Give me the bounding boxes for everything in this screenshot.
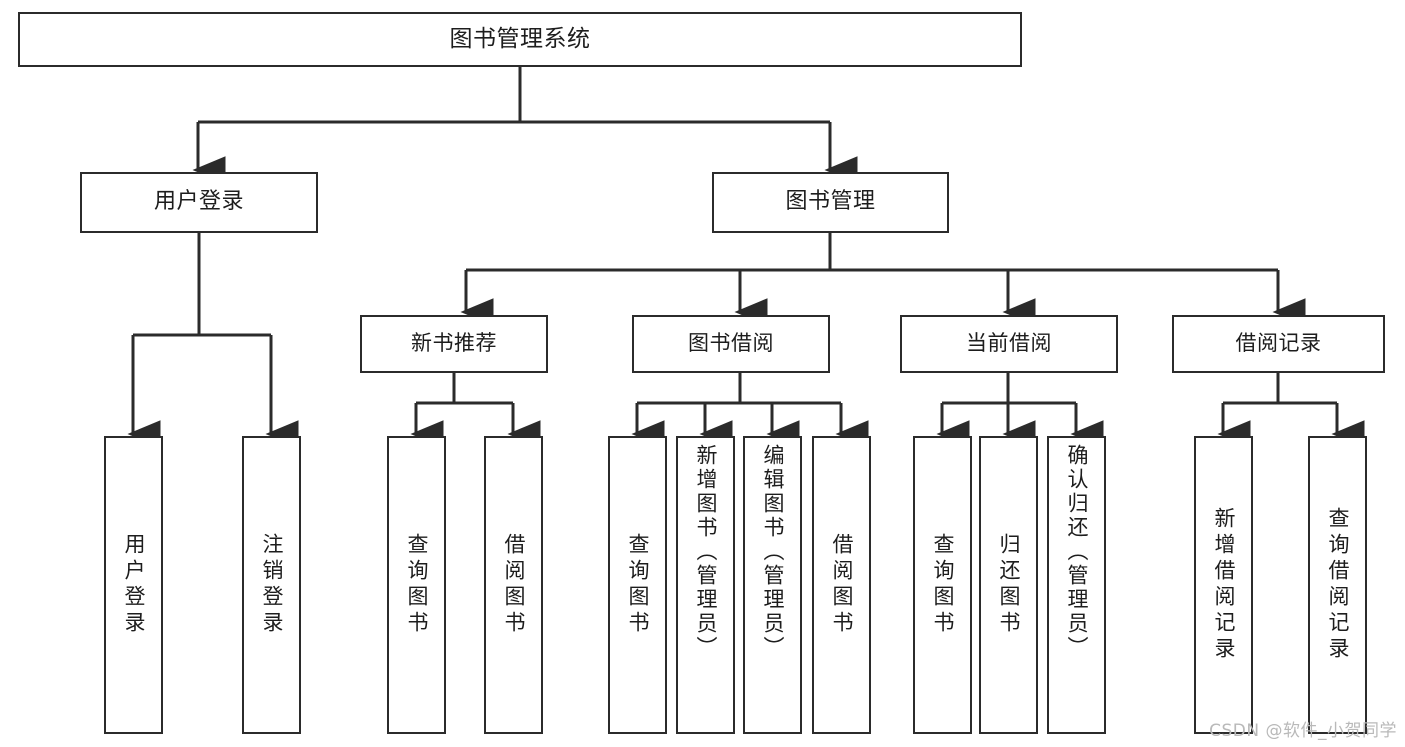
node-leaf-query-record-label: 查询借阅记录	[1326, 507, 1350, 663]
node-leaf-query-book-2[interactable]: 查询图书	[608, 436, 667, 734]
watermark-text: CSDN @软件_小贺同学	[1209, 721, 1397, 741]
node-leaf-borrow-book-1-label: 借阅图书	[502, 533, 526, 637]
node-root-label: 图书管理系统	[449, 26, 591, 53]
node-borrow-record-label: 借阅记录	[1235, 331, 1322, 356]
node-new-book-recommend-label: 新书推荐	[411, 331, 497, 356]
node-leaf-borrow-book-2[interactable]: 借阅图书	[812, 436, 871, 734]
node-leaf-add-record-label: 新增借阅记录	[1212, 507, 1236, 663]
node-root[interactable]: 图书管理系统	[18, 12, 1022, 67]
node-leaf-return-book-label: 归还图书	[997, 533, 1021, 637]
node-leaf-user-logout[interactable]: 注销登录	[242, 436, 301, 734]
node-leaf-edit-book[interactable]: 编辑图书（管理员）	[743, 436, 802, 734]
node-leaf-confirm-return[interactable]: 确认归还（管理员）	[1047, 436, 1106, 734]
node-leaf-query-book-3-label: 查询图书	[931, 533, 955, 637]
node-leaf-query-book-1[interactable]: 查询图书	[387, 436, 446, 734]
node-current-borrow-label: 当前借阅	[966, 331, 1052, 356]
node-leaf-borrow-book-1[interactable]: 借阅图书	[484, 436, 543, 734]
node-new-book-recommend[interactable]: 新书推荐	[360, 315, 548, 373]
node-leaf-return-book[interactable]: 归还图书	[979, 436, 1038, 734]
node-book-manage-label: 图书管理	[785, 189, 876, 215]
node-leaf-add-record[interactable]: 新增借阅记录	[1194, 436, 1253, 734]
node-user-login-label: 用户登录	[153, 189, 244, 215]
node-leaf-edit-book-label: 编辑图书（管理员）	[761, 444, 785, 660]
node-leaf-add-book[interactable]: 新增图书（管理员）	[676, 436, 735, 734]
node-leaf-query-book-1-label: 查询图书	[405, 533, 429, 637]
node-book-manage[interactable]: 图书管理	[712, 172, 949, 233]
node-book-borrow[interactable]: 图书借阅	[632, 315, 830, 373]
node-current-borrow[interactable]: 当前借阅	[900, 315, 1118, 373]
node-borrow-record[interactable]: 借阅记录	[1172, 315, 1385, 373]
node-leaf-confirm-return-label: 确认归还（管理员）	[1065, 444, 1089, 660]
node-book-borrow-label: 图书借阅	[688, 331, 774, 356]
node-leaf-query-book-3[interactable]: 查询图书	[913, 436, 972, 734]
node-leaf-user-login-label: 用户登录	[122, 533, 146, 637]
node-leaf-borrow-book-2-label: 借阅图书	[830, 533, 854, 637]
node-leaf-query-book-2-label: 查询图书	[626, 533, 650, 637]
node-leaf-user-login[interactable]: 用户登录	[104, 436, 163, 734]
node-leaf-add-book-label: 新增图书（管理员）	[694, 444, 718, 660]
node-leaf-user-logout-label: 注销登录	[260, 533, 284, 637]
node-leaf-query-record[interactable]: 查询借阅记录	[1308, 436, 1367, 734]
node-user-login[interactable]: 用户登录	[80, 172, 318, 233]
